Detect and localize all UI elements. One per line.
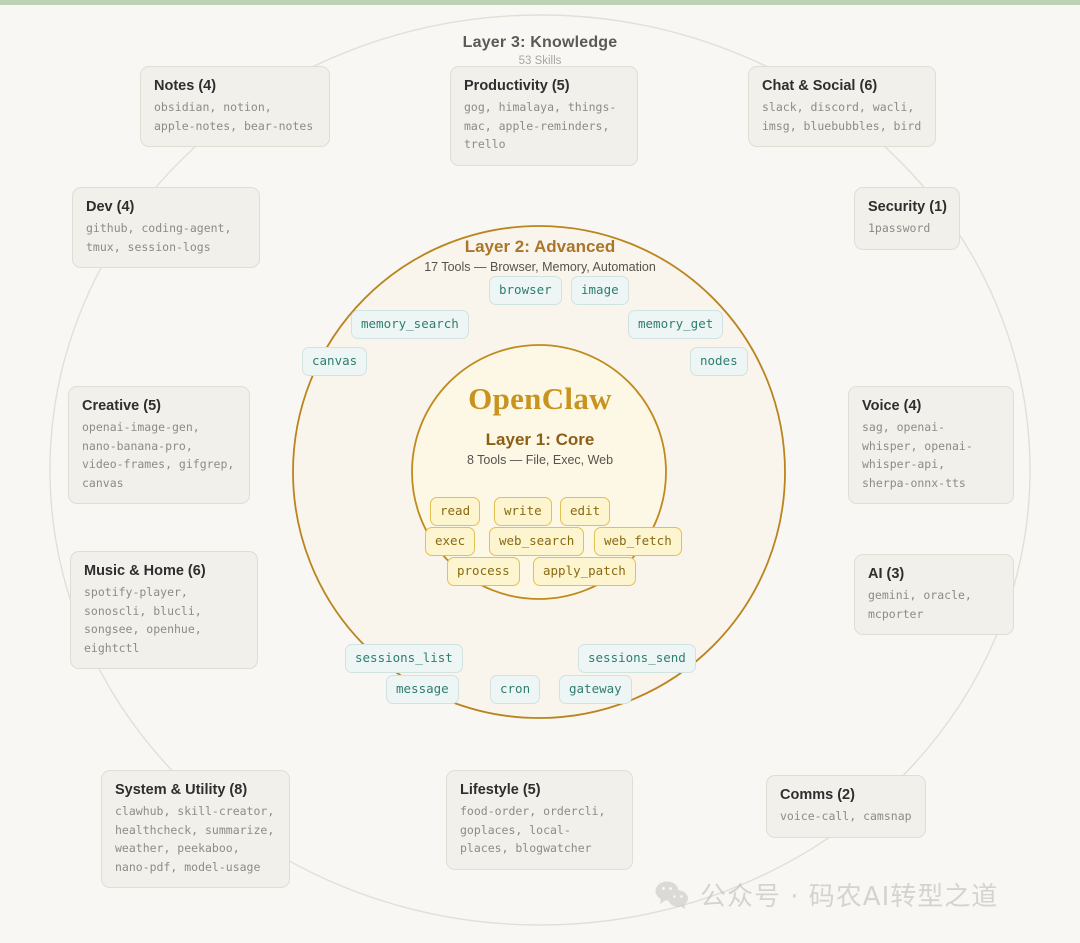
- layer1-title: Layer 1: Core: [485, 430, 595, 449]
- skill-card-dev[interactable]: Dev (4) github, coding-agent, tmux, sess…: [72, 187, 260, 268]
- skill-card-title: Comms (2): [780, 787, 855, 803]
- tool-chip-browser[interactable]: browser: [489, 276, 562, 305]
- watermark-text: 公众号 · 码农AI转型之道: [700, 882, 999, 912]
- skill-card-title: Voice (4): [862, 398, 922, 414]
- tool-chip-cron[interactable]: cron: [490, 675, 541, 704]
- watermark: 公众号 · 码农AI转型之道: [655, 876, 998, 913]
- brand-title: OpenClaw: [468, 381, 612, 416]
- wechat-icon: [655, 881, 688, 909]
- tool-chip-nodes[interactable]: nodes: [690, 347, 748, 376]
- skill-card-items: slack, discord, wacli, imsg, bluebubbles…: [762, 100, 922, 133]
- skill-card-title: Creative (5): [82, 398, 161, 414]
- layer2-title: Layer 2: Advanced: [464, 237, 616, 256]
- tool-chip-web-search[interactable]: web_search: [489, 527, 585, 556]
- tool-chip-memory-get[interactable]: memory_get: [628, 310, 724, 339]
- skill-card-items: sag, openai-whisper, openai-whisper-api,…: [862, 420, 973, 490]
- skill-card-system-utility[interactable]: System & Utility (8) clawhub, skill-crea…: [101, 770, 290, 888]
- skill-card-voice[interactable]: Voice (4) sag, openai-whisper, openai-wh…: [848, 386, 1014, 504]
- tool-chip-sessions-list[interactable]: sessions_list: [345, 644, 463, 673]
- tool-chip-image[interactable]: image: [571, 276, 629, 305]
- layer3-subtitle: 53 Skills: [518, 55, 562, 67]
- skill-card-items: gog, himalaya, things-mac, apple-reminde…: [464, 100, 617, 151]
- skill-card-music-home[interactable]: Music & Home (6) spotify-player, sonoscl…: [70, 551, 258, 669]
- skill-card-comms[interactable]: Comms (2) voice-call, camsnap: [766, 775, 926, 838]
- skill-card-creative[interactable]: Creative (5) openai-image-gen, nano-bana…: [68, 386, 250, 504]
- skill-card-items: openai-image-gen, nano-banana-pro, video…: [82, 420, 235, 490]
- skill-card-title: Productivity (5): [464, 78, 570, 94]
- skill-card-chat-social[interactable]: Chat & Social (6) slack, discord, wacli,…: [748, 66, 936, 147]
- top-accent-strip: [0, 0, 1080, 5]
- skill-card-title: Music & Home (6): [84, 563, 206, 579]
- skill-card-title: Security (1): [868, 199, 947, 215]
- skill-card-notes[interactable]: Notes (4) obsidian, notion, apple-notes,…: [140, 66, 330, 147]
- tool-chip-apply-patch[interactable]: apply_patch: [533, 557, 636, 586]
- tool-chip-memory-search[interactable]: memory_search: [351, 310, 469, 339]
- tool-chip-message[interactable]: message: [386, 675, 459, 704]
- layer1-subtitle: 8 Tools — File, Exec, Web: [466, 453, 614, 467]
- skill-card-title: AI (3): [868, 566, 905, 582]
- skill-card-items: obsidian, notion, apple-notes, bear-note…: [154, 100, 314, 133]
- tool-chip-read[interactable]: read: [430, 497, 481, 526]
- tool-chip-edit[interactable]: edit: [560, 497, 611, 526]
- tool-chip-exec[interactable]: exec: [425, 527, 476, 556]
- tool-chip-write[interactable]: write: [494, 497, 552, 526]
- skill-card-lifestyle[interactable]: Lifestyle (5) food-order, ordercli, gopl…: [446, 770, 633, 870]
- skill-card-productivity[interactable]: Productivity (5) gog, himalaya, things-m…: [450, 66, 638, 166]
- tool-chip-web-fetch[interactable]: web_fetch: [594, 527, 682, 556]
- skill-card-items: spotify-player, sonoscli, blucli, songse…: [84, 585, 202, 655]
- skill-card-title: Chat & Social (6): [762, 78, 878, 94]
- skill-card-items: clawhub, skill-creator, healthcheck, sum…: [115, 804, 275, 874]
- skill-card-items: 1password: [868, 221, 931, 235]
- skill-card-title: Lifestyle (5): [460, 782, 541, 798]
- skill-card-title: Dev (4): [86, 199, 135, 215]
- skill-card-items: food-order, ordercli, goplaces, local-pl…: [460, 804, 606, 855]
- skill-card-items: github, coding-agent, tmux, session-logs: [86, 221, 232, 254]
- skill-card-title: System & Utility (8): [115, 782, 248, 798]
- skill-card-title: Notes (4): [154, 78, 217, 94]
- tool-chip-canvas[interactable]: canvas: [302, 347, 368, 376]
- tool-chip-sessions-send[interactable]: sessions_send: [578, 644, 696, 673]
- layer2-subtitle: 17 Tools — Browser, Memory, Automation: [424, 260, 656, 274]
- skill-card-items: gemini, oracle, mcporter: [868, 588, 972, 621]
- skill-card-items: voice-call, camsnap: [780, 809, 912, 823]
- skill-card-ai[interactable]: AI (3) gemini, oracle, mcporter: [854, 554, 1014, 635]
- layer3-title: Layer 3: Knowledge: [462, 34, 618, 51]
- tool-chip-gateway[interactable]: gateway: [559, 675, 632, 704]
- tool-chip-process[interactable]: process: [447, 557, 520, 586]
- skill-card-security[interactable]: Security (1) 1password: [854, 187, 960, 250]
